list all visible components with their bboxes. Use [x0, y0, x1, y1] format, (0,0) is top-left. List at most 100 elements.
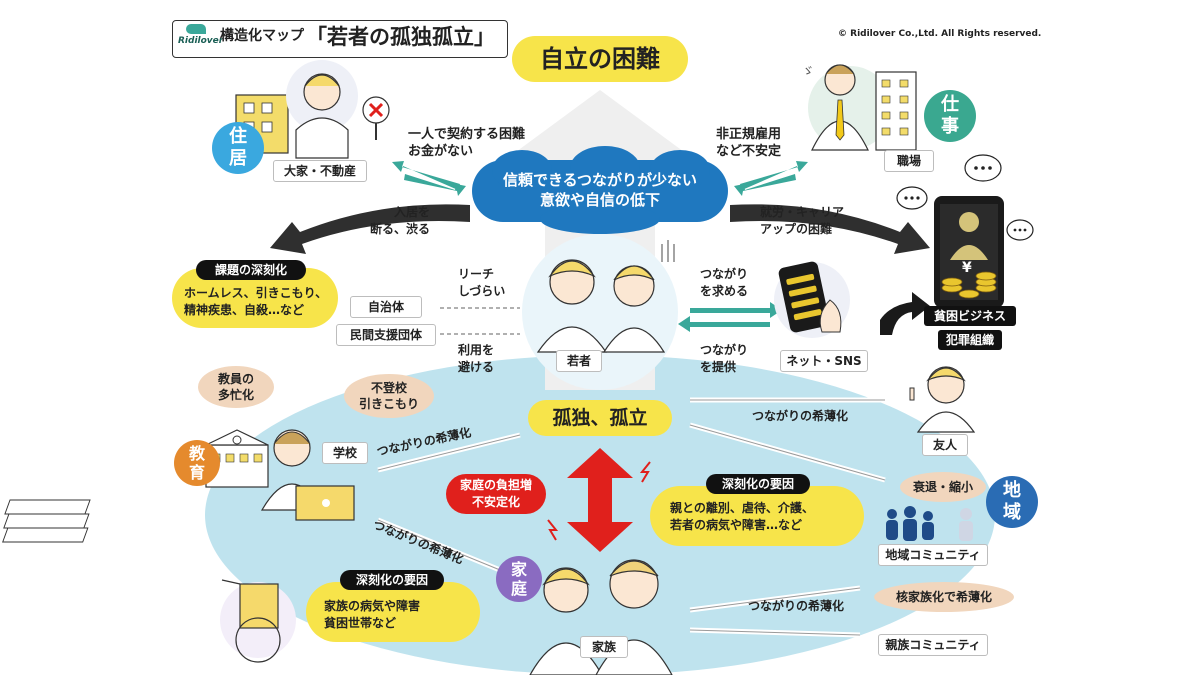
provide-connection: つながり を提供 [700, 342, 748, 376]
nuclear-family-bubble: 核家族化で希薄化 [874, 582, 1014, 612]
local-gov-label: 自治体 [350, 296, 422, 318]
spark-right [547, 519, 559, 541]
cloud-line-2: 意欲や自信の低下 [539, 191, 660, 209]
avoid-use: 利用を 避ける [458, 342, 494, 376]
seek-line-1: つながり [700, 267, 749, 281]
friend-illustration [909, 366, 976, 433]
sns-label: ネット・SNS [780, 350, 868, 372]
logo-leaf-icon [186, 24, 206, 34]
decline-bubble: 衰退・縮小 [900, 472, 986, 502]
community-badge-line-2: 域 [1003, 502, 1021, 523]
crime-org-label: 犯罪組織 [938, 330, 1002, 350]
reach-difficulty: リーチ しづらい [458, 266, 505, 300]
community-badge-line-1: 地 [1003, 480, 1021, 501]
cloud-puff-2 [570, 146, 640, 190]
landlord-label: 大家・不動産 [273, 160, 367, 182]
factors-line-2: 若者の病気や障害…など [670, 518, 803, 532]
red-double-arrow [567, 448, 633, 552]
friend-link: つながりの希薄化 [752, 409, 849, 423]
housing-badge-line-2: 居 [229, 148, 247, 169]
housing-badge-line-1: 住 [229, 126, 247, 147]
housing-issue-line-2: お金がない [408, 144, 474, 159]
factors-panel [650, 486, 864, 546]
housing-issue-line-1: 一人で契約する困難 [408, 127, 526, 142]
factors-line-1: 親との離別、虐待、介護、 [670, 501, 814, 515]
school-label: 学校 [322, 442, 368, 464]
education-badge-line-1: 教 [188, 444, 205, 463]
lower-factors-line-2: 貧困世帯など [324, 616, 397, 630]
crisis-title: 課題の深刻化 [196, 260, 306, 280]
provide-line-1: つながり [700, 343, 749, 357]
youth-label: 若者 [556, 350, 602, 372]
family-label: 家族 [580, 636, 628, 658]
work-issue-line-1: 非正規雇用 [716, 127, 782, 142]
to-poverty-arrow [880, 292, 930, 335]
work-teal-arrows [734, 161, 808, 196]
relatives-link: つながりの希薄化 [748, 599, 845, 613]
absence-line-2: 引きこもり [358, 397, 419, 411]
work-badge-line-2: 事 [941, 116, 959, 137]
logo: Ridilover [178, 24, 223, 52]
avoid-line-2: 避ける [458, 360, 495, 374]
career-difficulty-line-2: アップの困難 [760, 222, 833, 236]
seek-line-2: を求める [700, 284, 749, 298]
housing-refusal-line-1: 入居を [394, 205, 431, 219]
family-illustration [529, 559, 673, 675]
copyright: © Ridilover Co.,Ltd. All Rights reserved… [838, 29, 1042, 39]
cloud-puff-1 [492, 150, 552, 190]
sns-teal-arrows [678, 302, 782, 332]
crisis-text: ホームレス、引きこもり、 精神疾患、自殺…など [184, 285, 327, 319]
poverty-phone-illustration: ¥ [934, 196, 1004, 308]
career-difficulty: 就労・キャリア アップの困難 [760, 204, 844, 238]
cloud-puff-3 [650, 150, 710, 190]
education-badge-line-2: 育 [188, 463, 205, 482]
wheelchair-illustration [220, 579, 296, 663]
work-badge-line-1: 仕 [941, 94, 959, 115]
crisis-line-1: ホームレス、引きこもり、 [184, 286, 328, 300]
housing-issue: 一人で契約する困難 お金がない [408, 126, 525, 160]
work-illustration: ゞ [802, 64, 917, 151]
workplace-label: 職場 [884, 150, 934, 172]
right-curved-arrow [730, 204, 930, 254]
reach-line-2: しづらい [458, 284, 506, 298]
community-silhouettes [886, 506, 973, 541]
factors-title: 深刻化の要因 [706, 474, 810, 494]
housing-teal-arrows [392, 161, 466, 196]
npo-label: 民間支援団体 [336, 324, 436, 346]
avoid-line-1: 利用を [458, 343, 495, 357]
family-badge: 家 庭 [496, 556, 542, 602]
cloud-puff-4 [540, 204, 660, 234]
connection-arrows-outline [377, 399, 886, 636]
family-burden-label: 家庭の負担増 不安定化 [446, 474, 546, 514]
family-badge-line-1: 家 [510, 560, 527, 579]
absence-line-1: 不登校 [370, 381, 407, 395]
factors-text: 親との離別、虐待、介護、 若者の病気や障害…など [670, 500, 814, 534]
family-badge-line-2: 庭 [510, 579, 527, 598]
friend-label: 友人 [922, 434, 968, 456]
teacher-busy-bubble: 教員の 多忙化 [198, 366, 274, 408]
header-subtitle: 構造化マップ [220, 28, 304, 44]
header-box [172, 20, 508, 58]
housing-refusal: 入居を 断る、渋る [370, 204, 430, 238]
lower-factors-title: 深刻化の要因 [340, 570, 444, 590]
work-issue-line-2: など不安定 [716, 144, 782, 159]
cloud-line-1: 信頼できるつながりが少ない [502, 171, 698, 189]
community-badge: 地 域 [986, 476, 1038, 528]
spark-left [639, 461, 651, 483]
support-dashed-arrows [440, 307, 520, 335]
left-curved-arrow [270, 204, 470, 254]
work-badge: 仕 事 [924, 90, 976, 142]
burden-line-2: 不安定化 [471, 495, 520, 509]
relatives-community-label: 親族コミュニティ [878, 634, 988, 656]
crisis-line-2: 精神疾患、自殺…など [184, 303, 305, 317]
career-difficulty-line-1: 就労・キャリア [760, 205, 845, 219]
svg-text:¥: ¥ [962, 260, 972, 276]
lower-factors-panel [306, 582, 480, 642]
education-badge: 教 育 [174, 440, 220, 486]
absence-bubble: 不登校 引きこもり [344, 374, 434, 418]
independence-difficulty-label: 自立の困難 [512, 36, 688, 82]
teacher-busy-line-2: 多忙化 [217, 388, 254, 402]
housing-badge: 住 居 [212, 122, 264, 174]
burden-line-1: 家庭の負担増 [459, 478, 532, 492]
